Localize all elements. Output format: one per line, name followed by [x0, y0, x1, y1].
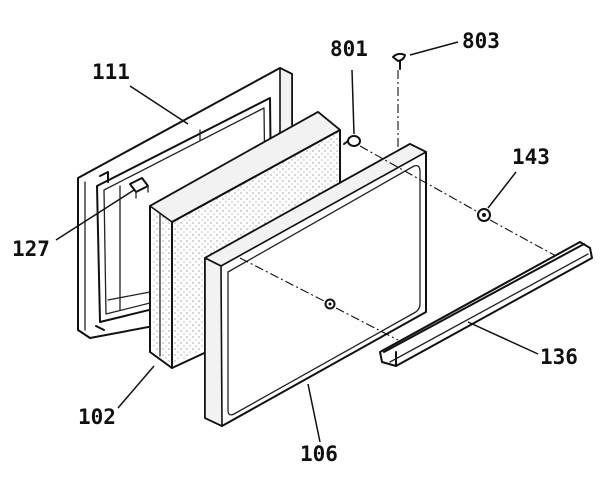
part-127-clip	[129, 177, 149, 199]
assembly-centerlines	[239, 70, 557, 341]
callout-801: 801	[330, 37, 368, 61]
leader-lines	[55, 41, 539, 443]
part-801-plug	[343, 135, 361, 147]
callout-labels: 111 801 803 143 127 136 102 106	[12, 29, 578, 466]
callout-102: 102	[78, 405, 116, 429]
part-136-handle-trim	[379, 241, 593, 367]
part-143-grommet	[477, 208, 491, 222]
callout-803: 803	[462, 29, 500, 53]
part-803-screw	[392, 52, 406, 70]
callout-136: 136	[540, 345, 578, 369]
callout-106: 106	[300, 442, 338, 466]
callout-127: 127	[12, 237, 50, 261]
part-106-door-panel	[204, 143, 427, 427]
callout-143: 143	[512, 145, 550, 169]
callout-111: 111	[92, 60, 130, 84]
